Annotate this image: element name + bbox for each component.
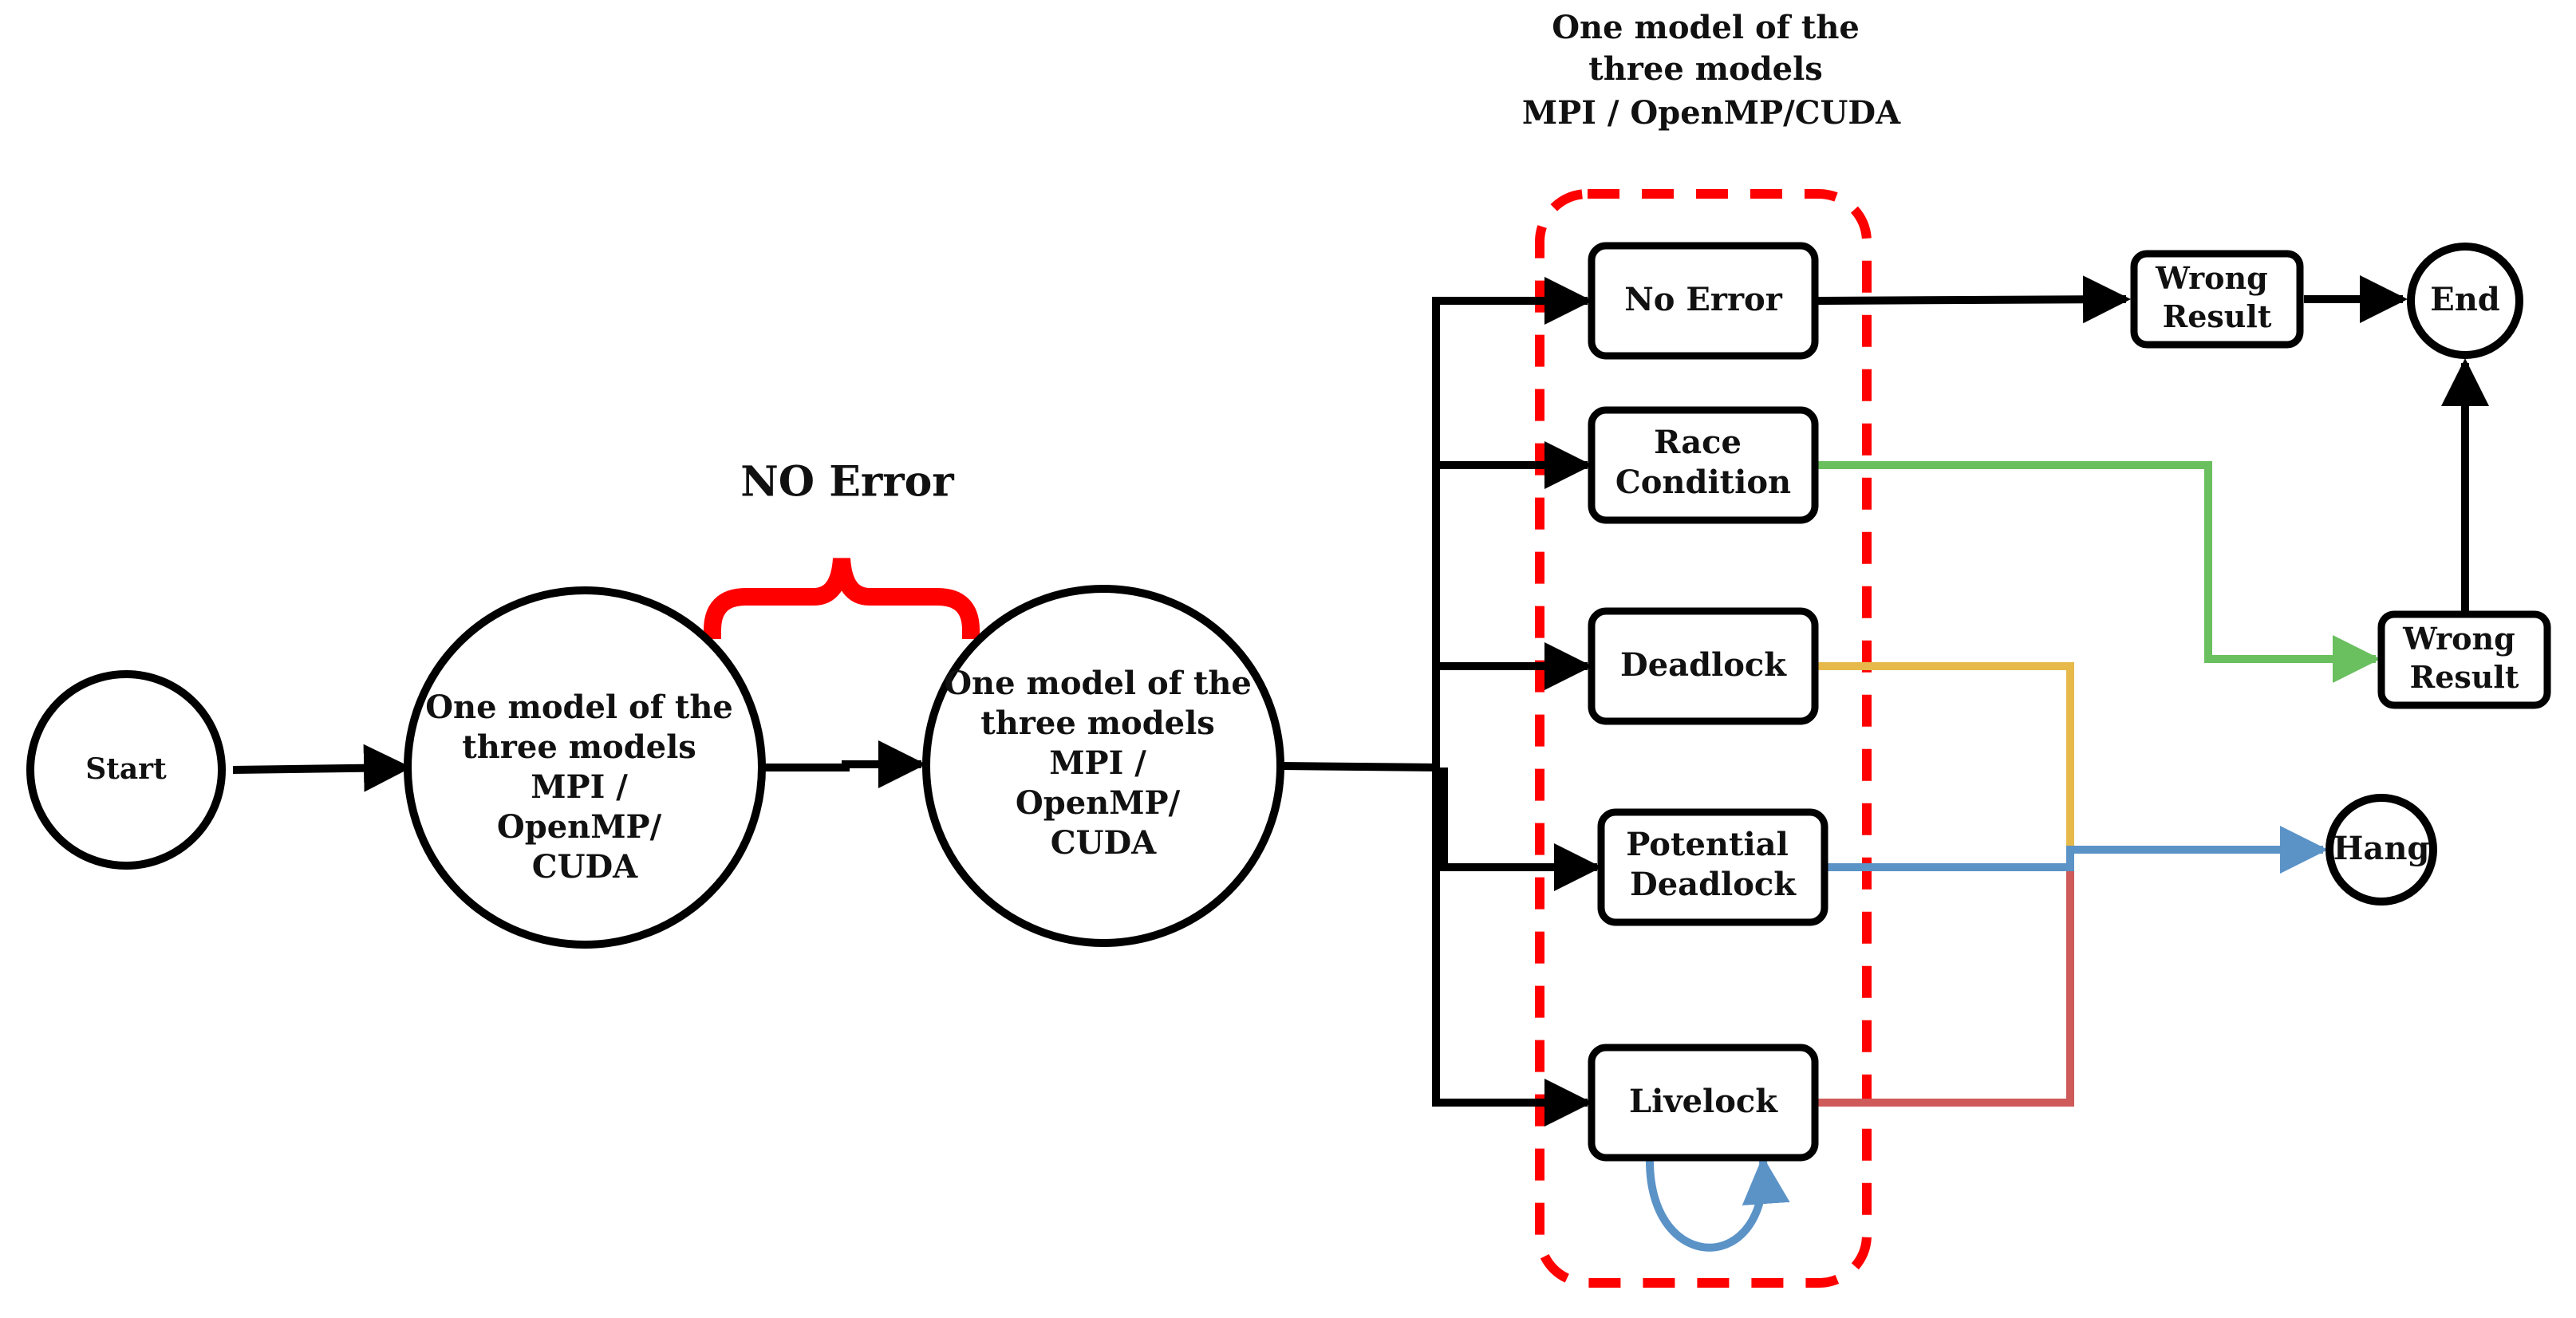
model-node-1: One model of the three models MPI / Open… — [404, 586, 766, 949]
wrong-result-top-node: Wrong Result — [2130, 250, 2304, 349]
no-error-node: No Error — [1588, 242, 1819, 360]
model-2-label: One model of the three models MPI / Open… — [944, 665, 1263, 862]
edge-no-error-to-wrong-result — [1817, 275, 2131, 324]
hang-node: Hang — [2326, 794, 2437, 906]
group-label-line-1: One model of the — [1552, 9, 1860, 46]
livelock-self-loop — [1646, 1156, 1790, 1252]
potential-deadlock-node: Potential Deadlock — [1597, 808, 1828, 926]
edge-livelock-to-hang — [1817, 858, 2074, 1107]
wrong-result-mid-label: Wrong Result — [2402, 621, 2526, 695]
group-label-line-3: MPI / OpenMP/CUDA — [1522, 94, 1901, 132]
model-1-label: One model of the three models MPI / Open… — [425, 689, 744, 886]
edge-model1-to-model2 — [762, 740, 926, 788]
livelock-node: Livelock — [1588, 1044, 1819, 1162]
deadlock-label: Deadlock — [1620, 646, 1787, 684]
start-node: Start — [26, 670, 226, 870]
group-label: One model of the three models MPI / Open… — [1522, 9, 1901, 132]
no-error-label: No Error — [1624, 281, 1782, 318]
end-label: End — [2430, 281, 2500, 318]
wrong-result-mid-node: Wrong Result — [2377, 610, 2551, 709]
edge-potential-deadlock-to-hang — [1825, 826, 2328, 874]
deadlock-node: Deadlock — [1588, 607, 1819, 725]
livelock-label: Livelock — [1629, 1083, 1778, 1120]
potential-deadlock-label: Potential Deadlock — [1626, 826, 1799, 903]
edge-race-condition-to-wrong-result — [1817, 461, 2381, 683]
curly-brace — [703, 557, 980, 640]
end-node: End — [2407, 243, 2523, 359]
race-condition-node: Race Condition — [1588, 406, 1819, 524]
edge-deadlock-to-hang — [1817, 662, 2074, 858]
model-node-2: One model of the three models MPI / Open… — [922, 585, 1284, 947]
start-label: Start — [85, 752, 167, 786]
no-error-brace-label: NO Error — [740, 458, 954, 507]
edge-model2-to-fanout — [1280, 762, 1441, 771]
race-condition-label: Race Condition — [1615, 424, 1791, 501]
group-label-line-2: three models — [1588, 50, 1823, 88]
edge-to-potential-deadlock — [1440, 768, 1602, 891]
edge-start-to-model1 — [232, 744, 412, 792]
error-type-group — [1535, 189, 1872, 1288]
wrong-result-top-label: Wrong Result — [2155, 260, 2278, 334]
hang-label: Hang — [2333, 830, 2430, 867]
